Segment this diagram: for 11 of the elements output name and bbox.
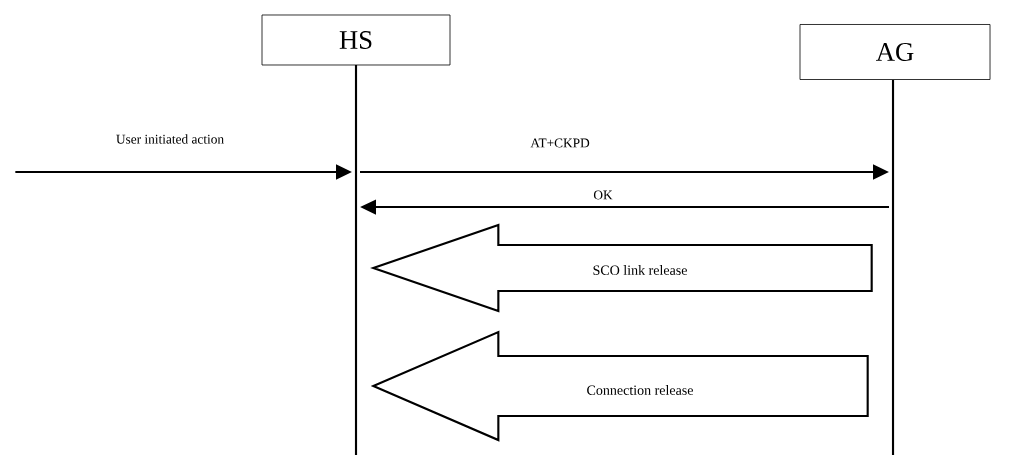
lifeline [354,65,358,455]
edge-label: User initiated action [116,134,224,144]
edge-label: AT+CKPD [530,138,590,148]
participant-box: AG [799,24,991,80]
participant-box: HS [261,14,451,66]
edge-label: OK [593,190,613,200]
block-arrow [370,223,873,313]
lifeline [891,80,895,455]
block-arrow [370,330,869,442]
edge-label: Connection release [587,385,693,395]
edge-label: SCO link release [593,265,687,275]
